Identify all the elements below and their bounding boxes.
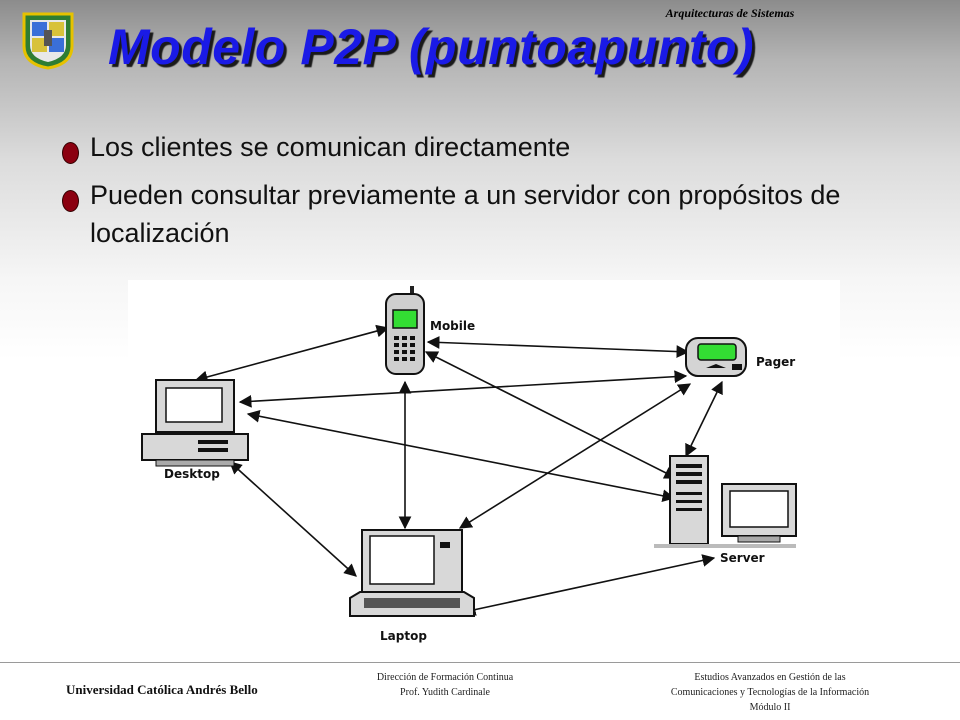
- link-desktop-laptop: [229, 461, 357, 577]
- footer-right-line: Comunicaciones y Tecnologías de la Infor…: [670, 687, 870, 698]
- mobile-phone-icon: [385, 286, 425, 375]
- laptop-computer-icon: [349, 529, 475, 617]
- bullet-text: Pueden consultar previamente a un servid…: [90, 180, 841, 248]
- footer-right-line: Módulo II: [749, 702, 791, 713]
- bullet-dot-icon: [62, 190, 79, 212]
- bullet-dot-icon: [62, 142, 79, 164]
- network-diagram-svg: Mobile Pager Desktop: [141, 286, 797, 643]
- bullet-text: Los clientes se comunican directamente: [90, 132, 571, 162]
- link-laptop-pager: [458, 383, 692, 529]
- footer-center-line: Dirección de Formación Continua: [376, 672, 514, 683]
- link-mobile-server: [424, 351, 678, 479]
- footer-right-block: Estudios Avanzados en Gestión de las Com…: [630, 670, 910, 715]
- pager-icon: [685, 337, 747, 377]
- bullet-list: Los clientes se comunican directamente P…: [62, 128, 882, 262]
- bullet-item: Pueden consultar previamente a un servid…: [62, 176, 882, 252]
- pager-label: Pager: [756, 355, 795, 369]
- p2p-network-diagram: Mobile Pager Desktop: [128, 280, 840, 650]
- link-desktop-server: [246, 409, 676, 503]
- laptop-label: Laptop: [380, 629, 427, 643]
- link-desktop-pager: [238, 370, 688, 408]
- desktop-label: Desktop: [164, 467, 220, 481]
- footer-center-block: Dirección de Formación Continua Prof. Yu…: [330, 670, 560, 700]
- footer-right-line: Estudios Avanzados en Gestión de las: [694, 672, 846, 683]
- link-mobile-desktop: [194, 324, 390, 384]
- server-label: Server: [720, 551, 765, 565]
- link-laptop-server: [462, 554, 716, 616]
- desktop-computer-icon: [141, 379, 249, 467]
- bullet-item: Los clientes se comunican directamente: [62, 128, 882, 166]
- connection-lines: [194, 324, 723, 616]
- footer-center-line: Prof. Yudith Cardinale: [400, 687, 490, 698]
- server-computer-icon: [654, 455, 797, 548]
- slide-title: Modelo P2P (puntoapunto): [108, 19, 755, 75]
- link-mobile-pager: [426, 336, 690, 358]
- course-header: Arquitecturas de Sistemas: [665, 6, 795, 20]
- mobile-label: Mobile: [430, 319, 475, 333]
- link-pager-server: [685, 380, 723, 458]
- footer-divider: [0, 662, 960, 663]
- university-crest-logo: [22, 12, 74, 70]
- footer-university: Universidad Católica Andrés Bello: [66, 682, 258, 697]
